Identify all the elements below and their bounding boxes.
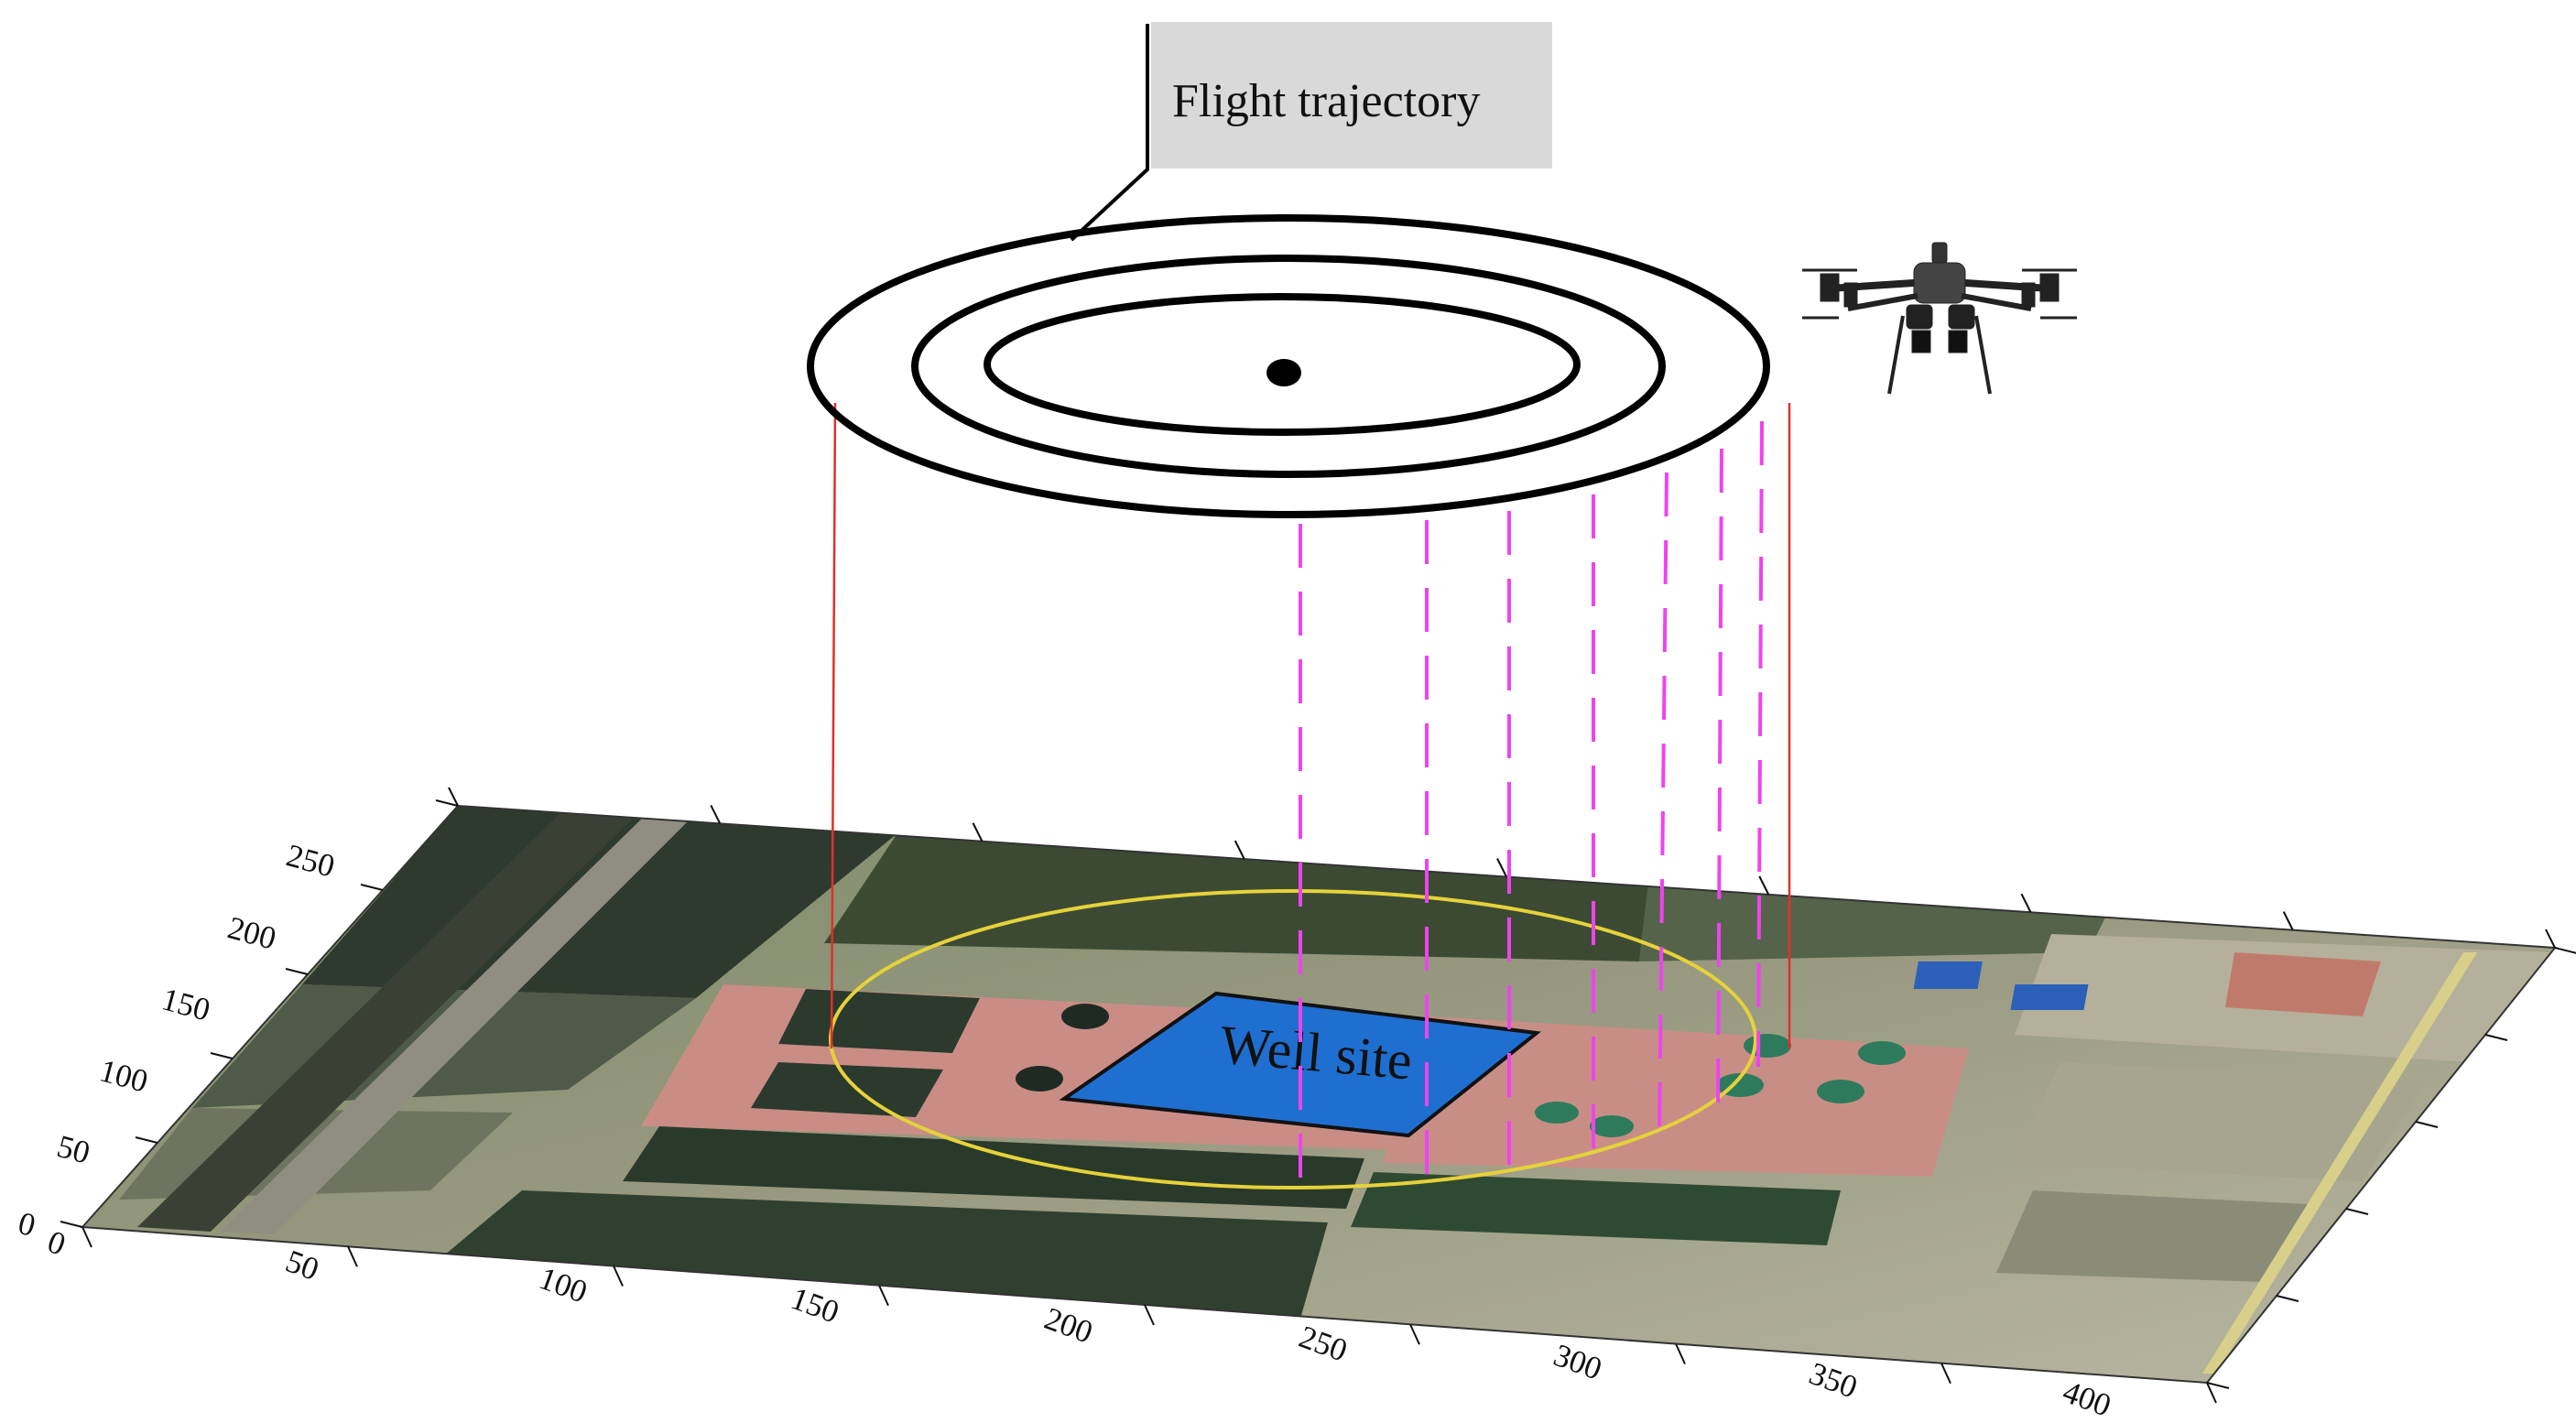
top-axis-ticks (448, 787, 2556, 949)
x-axis-ticks (82, 1226, 2217, 1404)
flight-trajectory (807, 214, 1770, 518)
x-axis-tick (1675, 1343, 1686, 1364)
y-axis-ticks (60, 799, 459, 1228)
x-axis-tick (878, 1285, 889, 1307)
satellite-map (82, 806, 2555, 1383)
right-axis-ticks (2206, 947, 2576, 1389)
projection-line-left (830, 402, 837, 1049)
right-axis-tick (2484, 1034, 2508, 1041)
x-axis-tick (1409, 1323, 1420, 1345)
x-axis-tick (1940, 1363, 1951, 1385)
top-axis-tick (2282, 911, 2294, 931)
y-tick-label: 200 (224, 909, 280, 956)
x-axis-tick (1144, 1304, 1155, 1326)
y-axis-tick (210, 1052, 234, 1059)
callout-label: Flight trajectory (1172, 75, 1480, 127)
x-tick-label: 350 (1805, 1355, 1863, 1406)
top-axis-tick (1496, 858, 1507, 877)
x-tick-label: 250 (1295, 1319, 1353, 1369)
callout-box (1151, 22, 1552, 168)
right-axis-tick (2415, 1121, 2439, 1128)
trajectory-ring-middle (911, 255, 1666, 478)
x-tick-label: 200 (1040, 1300, 1098, 1351)
y-tick-label: 250 (283, 837, 339, 884)
x-axis-tick (82, 1226, 92, 1248)
right-axis-tick (2206, 1382, 2230, 1389)
y-tick-label: 0 (15, 1205, 39, 1244)
y-tick-label: 50 (53, 1128, 93, 1171)
projection-lines (830, 402, 1791, 1186)
top-axis-tick (448, 787, 459, 807)
right-axis-tick (2276, 1295, 2299, 1302)
dashed-projection-line (1756, 420, 1764, 1068)
y-axis-tick (285, 968, 309, 975)
y-tick-label: 150 (158, 981, 214, 1027)
top-axis-tick (2545, 929, 2556, 949)
y-axis-tick (60, 1221, 83, 1228)
x-tick-label: 150 (787, 1280, 844, 1331)
trajectory-center-point (1266, 359, 1301, 386)
x-tick-label: 50 (281, 1243, 323, 1287)
y-tick-label: 100 (96, 1052, 152, 1099)
callout: Flight trajectory (1070, 22, 1552, 242)
y-axis-tick (435, 799, 459, 807)
x-axis-tick (347, 1245, 358, 1267)
top-axis-tick (1758, 875, 1770, 896)
top-axis-tick (972, 822, 984, 842)
top-axis-tick (710, 804, 722, 824)
x-tick-label: 300 (1549, 1337, 1607, 1387)
trajectory-ring-outer (807, 214, 1770, 518)
x-axis-tick (2206, 1382, 2217, 1404)
right-axis-tick (2345, 1208, 2369, 1215)
well-site-area (1059, 991, 1541, 1138)
drone-icon (1802, 242, 2077, 395)
right-axis-tick (2554, 947, 2576, 954)
x-tick-label: 100 (535, 1260, 592, 1310)
top-axis-tick (1234, 840, 1245, 860)
callout-leader-line (1070, 24, 1149, 242)
dashed-projection-line (1658, 472, 1668, 1136)
top-axis-tick (2020, 893, 2032, 913)
x-axis-tick (613, 1265, 624, 1287)
x-tick-label: 0 (43, 1223, 71, 1263)
dashed-projection-line (1716, 448, 1723, 1109)
trajectory-ring-inner (984, 293, 1581, 436)
y-axis-tick (360, 884, 384, 891)
y-axis-tick (135, 1136, 158, 1144)
x-tick-label: 400 (2059, 1374, 2116, 1423)
